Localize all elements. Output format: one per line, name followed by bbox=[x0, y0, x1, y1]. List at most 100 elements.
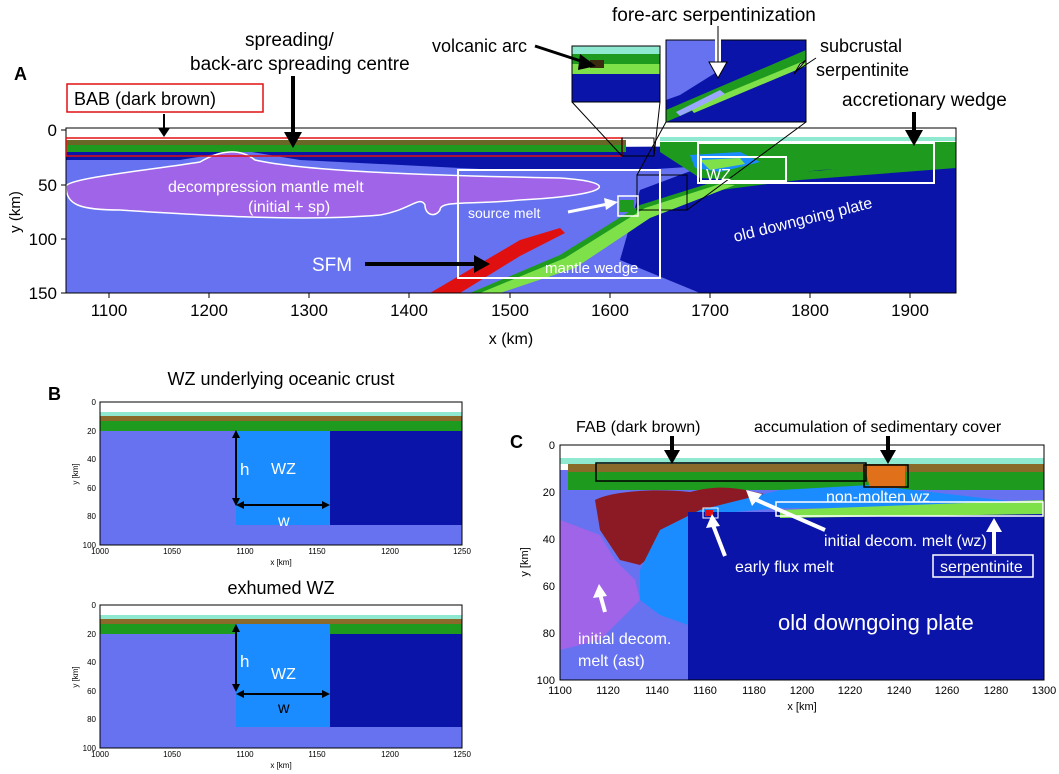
c-xtick: 1180 bbox=[742, 685, 766, 697]
c-ytick: 0 bbox=[549, 440, 555, 452]
wz-region bbox=[640, 485, 1044, 625]
c-xtick: 1280 bbox=[984, 685, 1008, 697]
b-ytick: 100 bbox=[83, 541, 97, 550]
panel-a-plot bbox=[66, 128, 956, 293]
b-ytick: 20 bbox=[87, 630, 96, 639]
w-label-b2: w bbox=[277, 700, 290, 717]
a-ytick: 0 bbox=[48, 121, 57, 140]
accretionary-label: accretionary wedge bbox=[842, 90, 1007, 111]
c-xtick: 1120 bbox=[596, 685, 620, 697]
b-xtick: 1150 bbox=[308, 750, 326, 759]
c-ylabel: y [km] bbox=[519, 547, 531, 576]
fab-label: FAB (dark brown) bbox=[576, 419, 700, 436]
a-ylabel: y (km) bbox=[7, 191, 24, 233]
b-xtick: 1000 bbox=[91, 547, 109, 556]
b-xtick: 1050 bbox=[163, 750, 181, 759]
decomp-label-2: (initial + sp) bbox=[248, 199, 330, 216]
c-ytick: 100 bbox=[537, 675, 555, 687]
a-xtick: 1700 bbox=[691, 301, 729, 320]
ast-melt bbox=[560, 520, 640, 650]
b-ytick: 0 bbox=[92, 601, 97, 610]
spreading-label-1: spreading/ bbox=[245, 30, 334, 51]
sfm-label: SFM bbox=[312, 255, 352, 276]
h-label-b2: h bbox=[240, 652, 249, 671]
b-ytick: 20 bbox=[87, 427, 96, 436]
c-xtick: 1100 bbox=[548, 685, 572, 697]
forearc-label: fore-arc serpentinization bbox=[612, 5, 816, 26]
inset-volcanic-arc bbox=[571, 45, 661, 157]
panel-a-frame bbox=[65, 127, 957, 294]
panel-b-axes: 1000 1050 1100 1150 1200 1250 x [km] 0 2… bbox=[71, 398, 471, 770]
a-xtick: 1100 bbox=[91, 301, 128, 320]
source-melt-label: source melt bbox=[468, 205, 540, 221]
sfm-melt bbox=[430, 228, 565, 293]
b-ytick: 40 bbox=[87, 455, 96, 464]
a-xtick: 1800 bbox=[791, 301, 829, 320]
b-ylabel: y [km] bbox=[71, 666, 80, 687]
panel-a-arrows bbox=[158, 26, 923, 273]
panel-b-title-top: WZ underlying oceanic crust bbox=[167, 369, 394, 389]
b-xtick: 1100 bbox=[236, 750, 254, 759]
volcanic-arc-label: volcanic arc bbox=[432, 36, 527, 56]
earlyflux-label: early flux melt bbox=[735, 559, 834, 576]
a-xlabel: x (km) bbox=[489, 331, 533, 348]
a-xtick: 1500 bbox=[491, 301, 529, 320]
subcrustal-label-1: subcrustal bbox=[820, 36, 902, 56]
c-xtick: 1240 bbox=[887, 685, 911, 697]
wz-label: WZ bbox=[706, 167, 731, 184]
bab-label: BAB (dark brown) bbox=[74, 89, 216, 109]
panel-c-plot bbox=[560, 445, 1044, 680]
b-ytick: 60 bbox=[87, 484, 96, 493]
b-xtick: 1050 bbox=[163, 547, 181, 556]
a-xtick: 1300 bbox=[290, 301, 328, 320]
decompression-melt bbox=[66, 151, 601, 219]
a-ytick: 100 bbox=[29, 230, 57, 249]
subcrustal-label-2: serpentinite bbox=[816, 60, 909, 80]
b-xtick: 1200 bbox=[381, 547, 399, 556]
c-xtick: 1300 bbox=[1032, 685, 1056, 697]
downgoing-plate-c bbox=[688, 512, 1044, 680]
b-xlabel: x [km] bbox=[270, 761, 291, 770]
c-ytick: 20 bbox=[543, 487, 555, 499]
b-xtick: 1250 bbox=[453, 750, 471, 759]
c-xtick: 1220 bbox=[838, 685, 862, 697]
b-ytick: 80 bbox=[87, 512, 96, 521]
c-ytick: 60 bbox=[543, 581, 555, 593]
wz-label-b1: WZ bbox=[271, 461, 296, 478]
wz-box bbox=[700, 156, 787, 182]
wz-block bbox=[236, 624, 330, 727]
panel-a-axes: 1100 1200 1300 1400 1500 1600 1700 1800 … bbox=[7, 121, 929, 348]
panel-c: C bbox=[510, 419, 1056, 713]
panel-c-letter: C bbox=[510, 432, 523, 452]
wz-block bbox=[236, 431, 330, 525]
b-ytick: 40 bbox=[87, 658, 96, 667]
a-xtick: 1600 bbox=[591, 301, 629, 320]
panel-b-top-plot bbox=[100, 402, 462, 545]
ast-label-2: melt (ast) bbox=[578, 653, 645, 670]
accretionary-box bbox=[697, 142, 935, 184]
b-ytick: 100 bbox=[83, 744, 97, 753]
bab-label-box bbox=[66, 83, 264, 113]
panel-b-bottom-plot bbox=[100, 605, 462, 748]
b-xtick: 1250 bbox=[453, 547, 471, 556]
panel-c-arrows bbox=[593, 436, 1002, 613]
a-ytick: 50 bbox=[38, 176, 57, 195]
a-xtick: 1400 bbox=[390, 301, 428, 320]
serp-label: serpentinite bbox=[940, 559, 1023, 576]
inset-forearc bbox=[636, 39, 807, 211]
b-ytick: 80 bbox=[87, 715, 96, 724]
nonmolten-label: non-molten wz bbox=[826, 489, 930, 506]
c-xtick: 1160 bbox=[693, 685, 717, 697]
b-xlabel: x [km] bbox=[270, 558, 291, 567]
panel-c-axes: 1100 1120 1140 1160 1180 1200 1220 1240 … bbox=[519, 440, 1056, 713]
a-xtick: 1900 bbox=[891, 301, 929, 320]
mantle-wedge-box bbox=[457, 169, 661, 279]
b-ytick: 0 bbox=[92, 398, 97, 407]
b-xtick: 1000 bbox=[91, 750, 109, 759]
sedcover-label: accumulation of sedimentary cover bbox=[754, 419, 1002, 436]
downgoing-label-c: old downgoing plate bbox=[778, 610, 974, 635]
c-ytick: 40 bbox=[543, 534, 555, 546]
panel-a: A bbox=[7, 5, 1007, 348]
b-xtick: 1150 bbox=[308, 547, 326, 556]
